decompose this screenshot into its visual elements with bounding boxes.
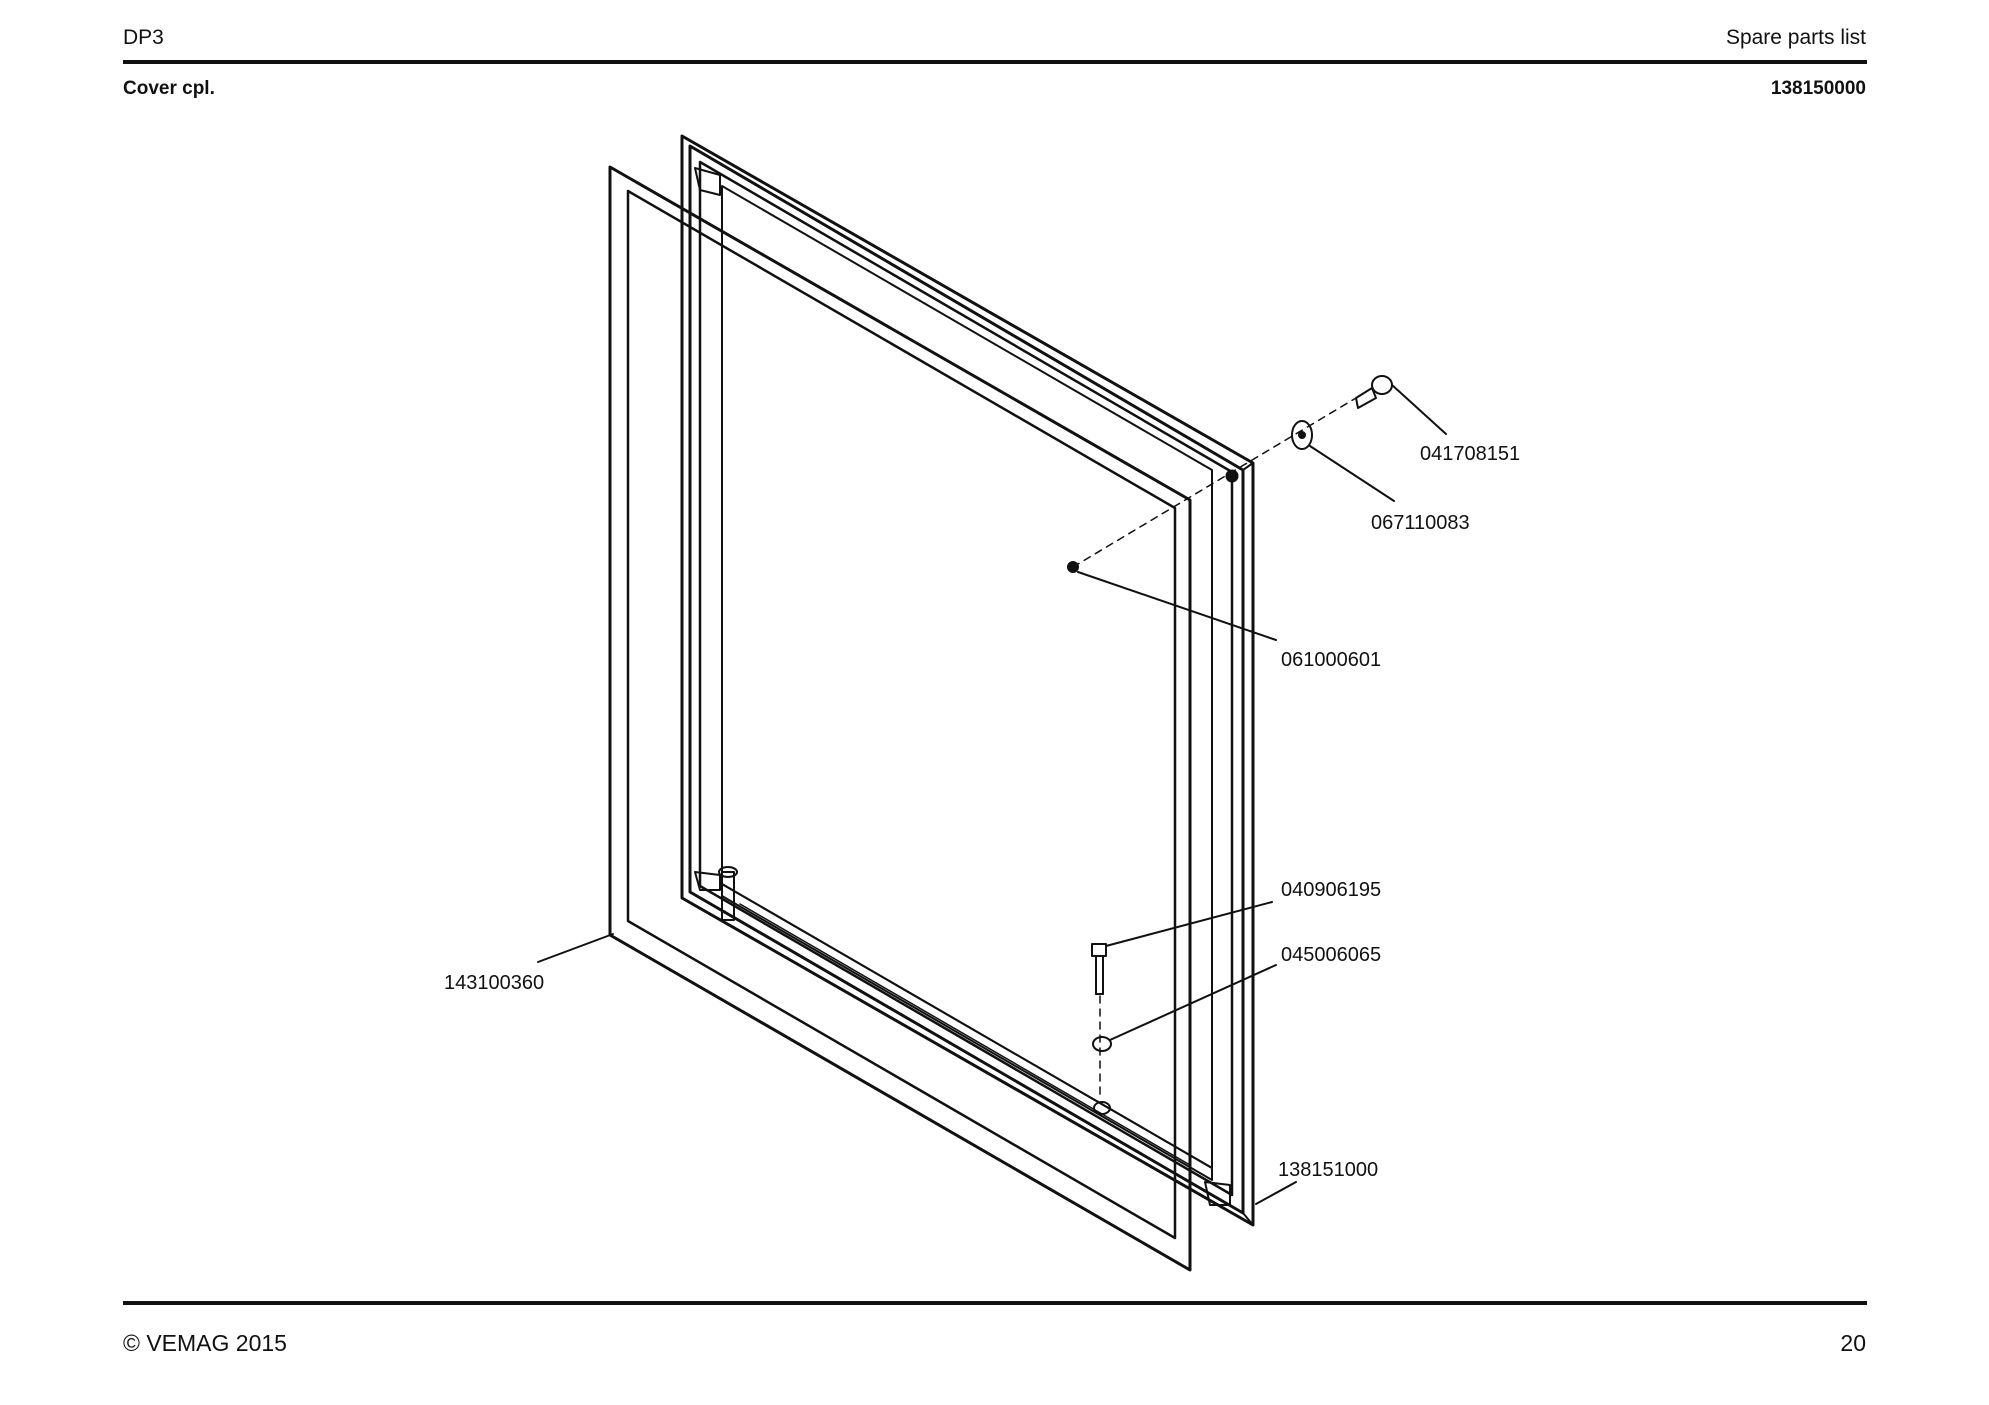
part-label: 067110083 (1371, 512, 1470, 534)
part-label: 061000601 (1281, 649, 1381, 671)
part-label: 045006065 (1281, 944, 1381, 966)
cover-frame (680, 134, 1255, 1227)
assembly-number: 138150000 (1770, 78, 1866, 99)
document-type: Spare parts list (1725, 26, 1866, 49)
part-label: 040906195 (1281, 879, 1381, 901)
part-label: 041708151 (1420, 443, 1520, 465)
assembly-axes (1072, 397, 1357, 1101)
page-number: 20 (1840, 1330, 1866, 1356)
assembly-name: Cover cpl. (123, 78, 215, 99)
leader-lines (537, 384, 1447, 1205)
seal-gasket (608, 165, 1192, 1272)
fasteners (1067, 375, 1393, 1115)
copyright-notice: © VEMAG 2015 (123, 1330, 287, 1356)
part-label: 138151000 (1278, 1159, 1378, 1181)
header-rule (123, 60, 1867, 64)
footer-rule (123, 1301, 1867, 1305)
part-label: 143100360 (444, 972, 544, 994)
model-name: DP3 (123, 26, 164, 49)
